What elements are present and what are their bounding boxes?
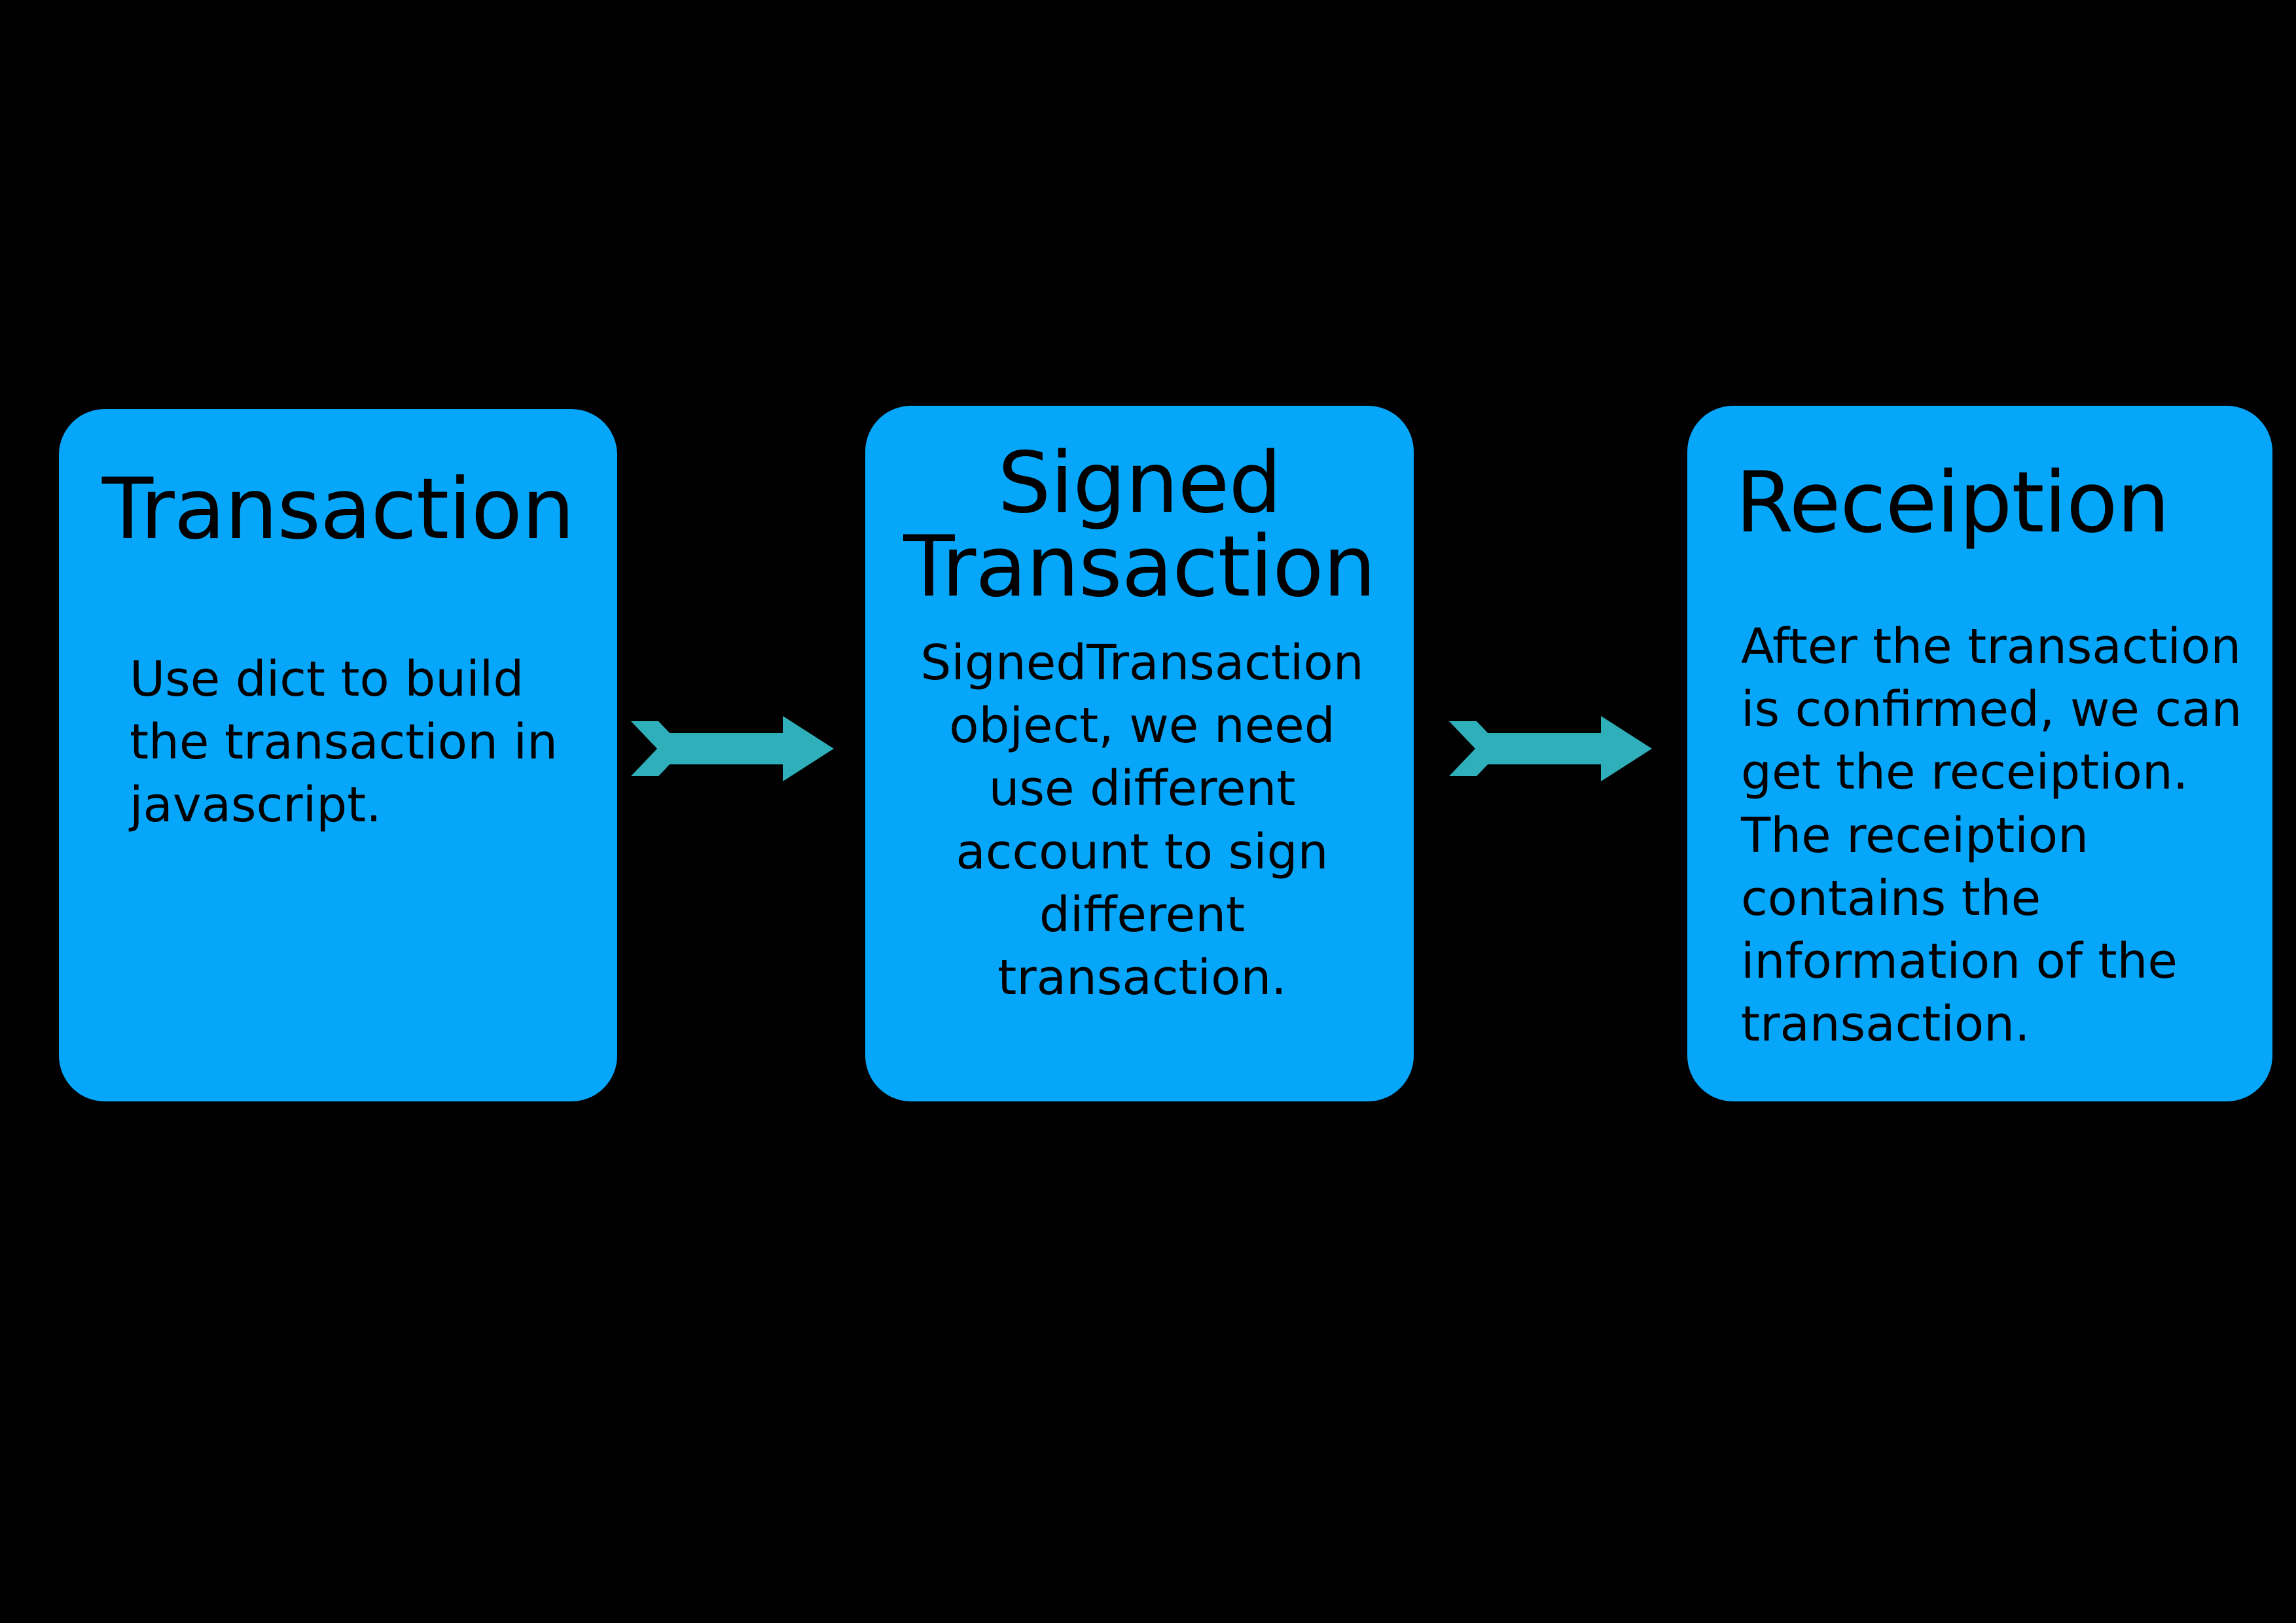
flow-node-receiption[interactable]: Receiption After the transaction is conf… bbox=[1687, 406, 2272, 1101]
flow-node-transaction-body: Use dict to build the transaction in jav… bbox=[130, 651, 558, 834]
flow-node-signed-transaction[interactable]: Signed Transaction SignedTransaction obj… bbox=[865, 406, 1414, 1101]
flow-node-receiption-body: After the transaction is confirmed, we c… bbox=[1741, 618, 2242, 1053]
flow-node-transaction-title: Transaction bbox=[101, 461, 575, 558]
right-arrow-glyph bbox=[631, 716, 834, 781]
right-arrow-glyph bbox=[1449, 716, 1652, 781]
flow-node-receiption-title: Receiption bbox=[1735, 454, 2170, 552]
flow-node-transaction[interactable]: Transaction Use dict to build the transa… bbox=[59, 409, 617, 1101]
flow-node-signed-transaction-title: Signed Transaction bbox=[903, 435, 1376, 616]
flow-node-signed-transaction-body: SignedTransaction object, we need use di… bbox=[920, 635, 1364, 1006]
right-arrow-icon bbox=[1449, 715, 1652, 783]
right-arrow-icon bbox=[631, 715, 834, 783]
